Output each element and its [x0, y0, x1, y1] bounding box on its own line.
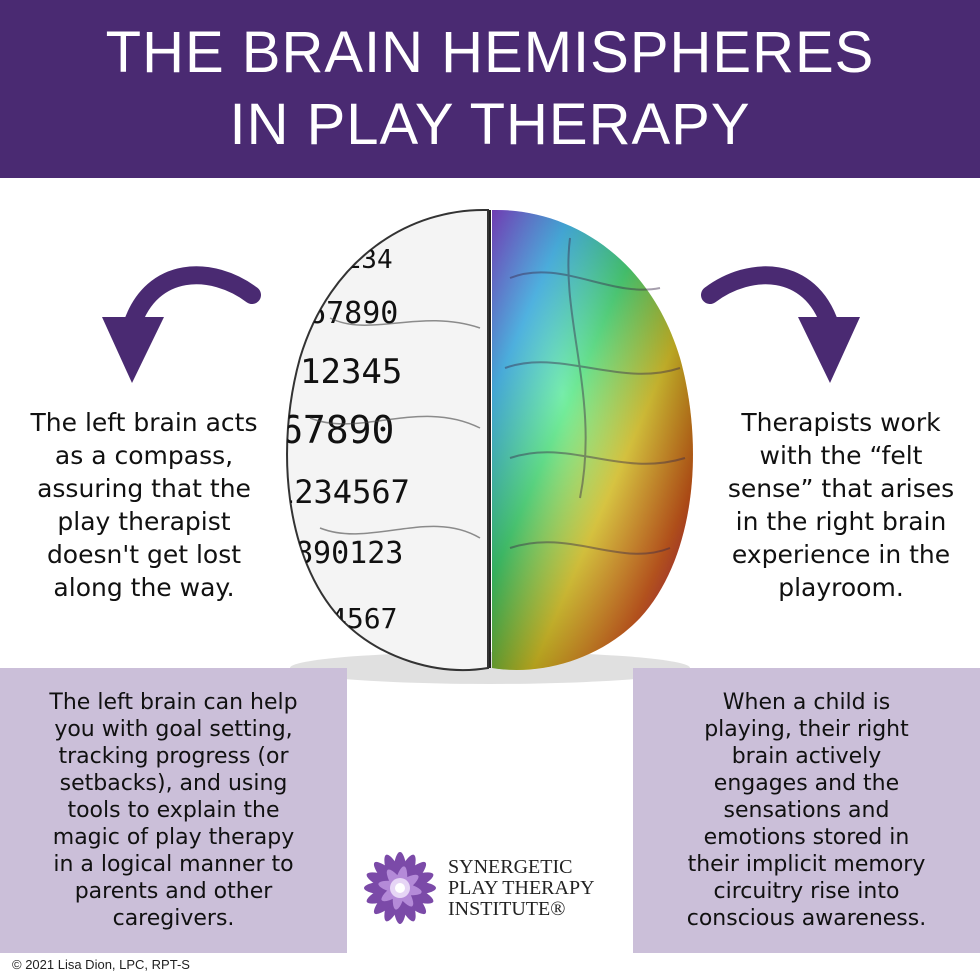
brain-number-6: 890123: [295, 536, 403, 571]
brain-illustration: 1234 567890 12345 67890 1234567 890123 4…: [275, 208, 693, 684]
brain-number-3: 12345: [300, 352, 402, 392]
left-brain-info-box: The left brain can help you with goal se…: [0, 668, 347, 953]
institute-logo: SYNERGETIC PLAY THERAPY INSTITUTE®: [360, 846, 630, 930]
institute-name: SYNERGETIC PLAY THERAPY INSTITUTE®: [448, 855, 595, 920]
right-brain-info-box: When a child is playing, their right bra…: [633, 668, 980, 953]
title-line-1: THE BRAIN HEMISPHERES: [105, 20, 875, 85]
purple-flower-icon: [364, 852, 436, 924]
copyright-notice: © 2021 Lisa Dion, LPC, RPT-S: [12, 957, 190, 972]
left-brain-description: The left brain acts as a compass, assuri…: [30, 408, 258, 602]
brain-number-1: 1234: [330, 245, 393, 275]
right-brain-description: Therapists work with the “felt sense” th…: [727, 408, 955, 602]
left-hemisphere: [286, 208, 489, 671]
brain-number-5: 1234567: [275, 473, 410, 511]
brain-number-2: 567890: [290, 296, 398, 331]
curved-arrow-down-right-icon: [701, 266, 860, 383]
left-brain-info-text: The left brain can help you with goal se…: [49, 690, 298, 931]
brain-number-4: 67890: [280, 408, 394, 452]
curved-arrow-down-left-icon: [102, 266, 261, 383]
title-line-2: IN PLAY THERAPY: [229, 92, 751, 157]
right-brain-info-text: When a child is playing, their right bra…: [686, 690, 927, 931]
title-banner: THE BRAIN HEMISPHERES IN PLAY THERAPY: [0, 0, 980, 178]
